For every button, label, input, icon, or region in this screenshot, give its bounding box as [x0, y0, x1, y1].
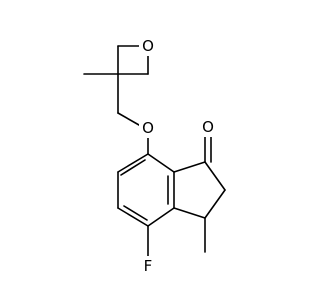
bond-c3-c3a	[173, 207, 206, 219]
bond-c5-c4	[117, 207, 149, 227]
ether-oxygen-label: O	[142, 119, 154, 137]
oxetane-oxygen-label: O	[142, 37, 154, 55]
cyclopentanone-ring	[173, 161, 226, 219]
bond-ch2-ether-o	[117, 112, 140, 126]
ketone-oxygen-label: O	[202, 118, 214, 136]
bond-c7-c6	[117, 153, 149, 173]
bond-c7a-c7	[147, 153, 175, 173]
bond-c4-c4-inner	[123, 205, 148, 221]
atom-label-ether-oxygen: O	[139, 118, 157, 138]
bond-c2-c3	[204, 189, 226, 219]
atom-label-ketone-oxygen: O	[199, 117, 219, 137]
bond-c1-c2	[204, 161, 226, 191]
bond-c7a-c1	[173, 161, 206, 173]
benzene-ring	[117, 153, 175, 227]
chemical-structure-diagram: O O O F	[83, 36, 226, 276]
atom-label-fluorine: F	[140, 256, 156, 276]
fluorine-label: F	[144, 257, 153, 275]
bond-c4-c3a	[147, 207, 175, 227]
bond-c6-c6-inner	[120, 159, 146, 176]
atom-label-oxetane-oxygen: O	[139, 36, 157, 56]
